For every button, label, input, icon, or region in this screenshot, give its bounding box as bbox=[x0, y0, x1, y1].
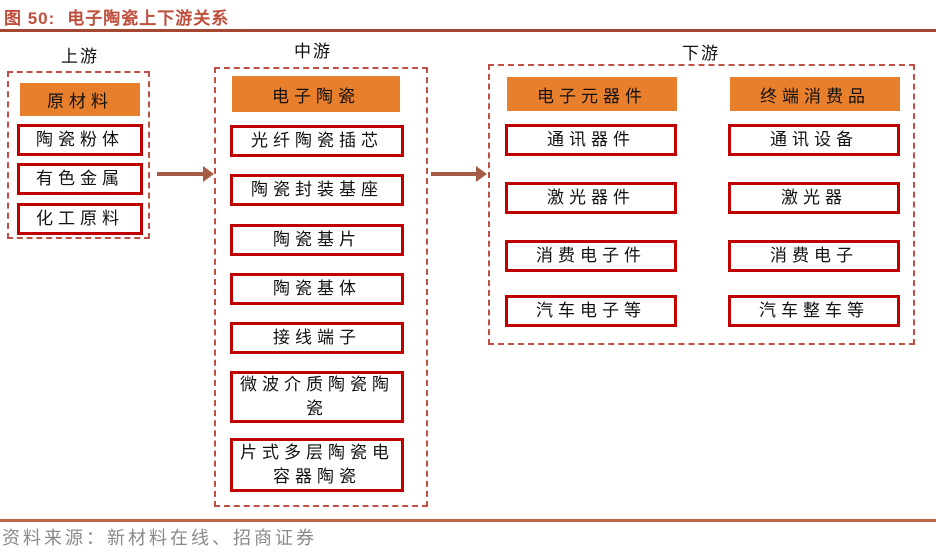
flow-box: 有色金属 bbox=[17, 163, 143, 195]
section-label-downstream: 下游 bbox=[682, 44, 720, 63]
arrow-right-icon bbox=[431, 166, 487, 182]
flow-box-label: 有色金属 bbox=[36, 169, 124, 189]
flow-box-label: 通讯设备 bbox=[770, 130, 858, 150]
flow-box-label: 微波介质陶瓷陶 瓷 bbox=[240, 375, 394, 418]
arrow-shaft bbox=[157, 172, 205, 176]
section-label-upstream: 上游 bbox=[61, 47, 99, 66]
downstream-panel: 电子元器件 通讯器件 激光器件 消费电子件 汽车电子等 终端消费品 通讯设备 激… bbox=[488, 64, 915, 345]
figure-title: 图 50: 电子陶瓷上下游关系 bbox=[4, 4, 229, 28]
flow-box: 陶瓷基片 bbox=[230, 224, 404, 256]
flow-box-label: 汽车电子等 bbox=[536, 301, 646, 321]
downstream-col2-header: 终端消费品 bbox=[730, 77, 900, 111]
flow-box-label: 陶瓷基体 bbox=[273, 279, 361, 299]
flow-box: 消费电子件 bbox=[505, 240, 677, 272]
upstream-header: 原材料 bbox=[20, 83, 140, 116]
flow-box-label: 陶瓷基片 bbox=[273, 230, 361, 250]
midstream-header: 电子陶瓷 bbox=[232, 76, 400, 112]
flow-box-label: 消费电子 bbox=[770, 246, 858, 266]
flow-box: 激光器 bbox=[728, 182, 900, 214]
flow-box: 陶瓷粉体 bbox=[17, 124, 143, 156]
flow-box: 光纤陶瓷插芯 bbox=[230, 125, 404, 157]
source-divider-rule bbox=[0, 519, 936, 522]
upstream-panel: 原材料 陶瓷粉体 有色金属 化工原料 bbox=[7, 71, 150, 239]
flow-box-label: 陶瓷封装基座 bbox=[251, 180, 383, 200]
flow-box: 化工原料 bbox=[17, 203, 143, 235]
arrow-right-icon bbox=[157, 166, 214, 182]
source-note: 资料来源：新材料在线、招商证券 bbox=[2, 528, 317, 548]
flow-box: 通讯器件 bbox=[505, 124, 677, 156]
downstream-col1-header: 电子元器件 bbox=[507, 77, 677, 111]
flow-box-label: 陶瓷粉体 bbox=[36, 130, 124, 150]
arrow-head bbox=[476, 166, 487, 182]
flow-box-label: 化工原料 bbox=[36, 209, 124, 229]
midstream-panel: 电子陶瓷 光纤陶瓷插芯 陶瓷封装基座 陶瓷基片 陶瓷基体 接线端子 微波介质陶瓷… bbox=[214, 67, 428, 507]
flow-box: 激光器件 bbox=[505, 182, 677, 214]
flow-box: 接线端子 bbox=[230, 322, 404, 354]
flow-box: 陶瓷封装基座 bbox=[230, 174, 404, 206]
flow-box: 汽车整车等 bbox=[728, 295, 900, 327]
flow-box-label: 汽车整车等 bbox=[759, 301, 869, 321]
flow-box: 微波介质陶瓷陶 瓷 bbox=[230, 371, 404, 423]
flow-box-label: 激光器 bbox=[781, 188, 847, 208]
flow-box: 汽车电子等 bbox=[505, 295, 677, 327]
flow-box: 通讯设备 bbox=[728, 124, 900, 156]
arrow-head bbox=[203, 166, 214, 182]
flow-box: 陶瓷基体 bbox=[230, 273, 404, 305]
flow-box-label: 消费电子件 bbox=[536, 246, 646, 266]
figure-number: 图 50: bbox=[4, 9, 56, 28]
flow-box-label: 通讯器件 bbox=[547, 130, 635, 150]
arrow-shaft bbox=[431, 172, 478, 176]
flow-box-label: 片式多层陶瓷电 容器陶瓷 bbox=[240, 443, 394, 486]
flow-box: 消费电子 bbox=[728, 240, 900, 272]
flow-box-label: 光纤陶瓷插芯 bbox=[251, 131, 383, 151]
title-divider-rule bbox=[0, 29, 936, 32]
figure-title-text: 电子陶瓷上下游关系 bbox=[67, 9, 230, 28]
section-label-midstream: 中游 bbox=[294, 42, 332, 61]
flow-box-label: 接线端子 bbox=[273, 328, 361, 348]
flow-box: 片式多层陶瓷电 容器陶瓷 bbox=[230, 438, 404, 492]
flow-box-label: 激光器件 bbox=[547, 188, 635, 208]
